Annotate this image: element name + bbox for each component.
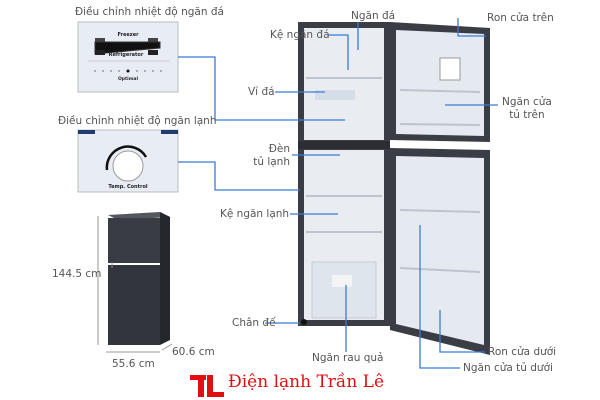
refrigerator-label: Refrigerator xyxy=(109,52,144,58)
label-top-door-shelf: Ngăn cửa tủ trên xyxy=(502,96,552,121)
label-fridge-shelf: Kệ ngăn lạnh xyxy=(220,208,290,220)
fridge-open-view xyxy=(298,22,490,355)
optimal-label: Optimal xyxy=(118,76,138,82)
fridge-control-title: Điều chỉnh nhiệt độ ngăn lạnh xyxy=(58,115,217,127)
freezer-control-title: Điều chỉnh nhiệt độ ngăn đá xyxy=(75,6,224,18)
fridge-thumbnail xyxy=(97,212,173,353)
fridge-control-panel xyxy=(77,129,179,193)
dimension-width: 55.6 cm xyxy=(112,358,155,370)
label-ice-tray: Vỉ đá xyxy=(248,86,275,98)
label-bottom-door-shelf: Ngăn cửa tủ dưới xyxy=(463,362,553,374)
label-top-gasket: Ron cửa trên xyxy=(487,12,554,24)
label-freezer-shelf: Kệ ngăn đá xyxy=(270,29,330,41)
dimension-height: 144.5 cm xyxy=(52,268,102,280)
label-foot: Chân đế xyxy=(232,317,276,329)
label-freezer: Ngăn đá xyxy=(351,10,396,22)
freezer-label: Freezer xyxy=(117,32,139,38)
brand-name: Điện lạnh Trần Lê xyxy=(228,372,385,392)
freezer-control-panel xyxy=(77,21,179,93)
dimension-depth: 60.6 cm xyxy=(172,346,215,358)
temp-control-label: Temp. Control xyxy=(108,184,148,190)
label-bottom-gasket: Ron cửa dưới xyxy=(488,346,557,358)
brand-logo-icon xyxy=(190,375,224,397)
label-light: Đèn tủ lạnh xyxy=(253,143,290,168)
label-crisper: Ngăn rau quả xyxy=(312,352,384,364)
leader-lines xyxy=(178,18,498,369)
